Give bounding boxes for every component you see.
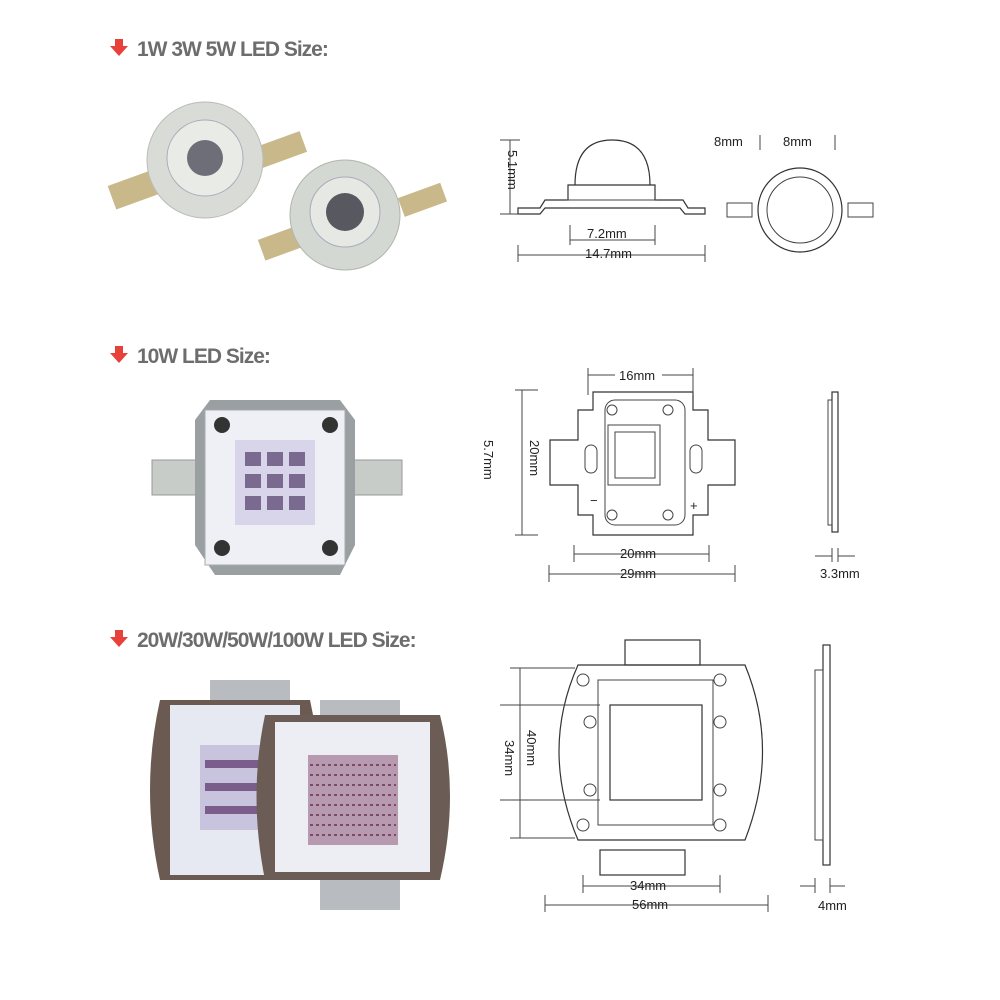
section-2-title: 10W LED Size: (137, 345, 270, 368)
dim-lens: 7.2mm (587, 226, 627, 241)
dim-width-100w: 56mm (632, 897, 668, 912)
red-arrow-icon (110, 630, 128, 647)
dim-left: 8mm (714, 134, 743, 149)
100w-led-photo (150, 680, 450, 910)
1w-side-drawing: 5.1mm 7.2mm 14.7mm (500, 139, 706, 262)
10w-front-drawing: − + 16mm 20mm 5.7mm 20mm 29mm (481, 368, 736, 582)
10w-side-drawing: 3.3mm (815, 391, 860, 581)
100w-front-drawing: 40mm 34mm 34mm 56mm (500, 639, 769, 912)
1w-led-photo (107, 101, 448, 271)
dim-inner-width: 34mm (630, 878, 666, 893)
dim-pad: 5.7mm (481, 440, 496, 480)
dim-length: 14.7mm (585, 246, 632, 261)
minus-label: − (590, 493, 598, 508)
100w-side-drawing: 4mm (800, 644, 847, 913)
10w-led-photo (151, 400, 403, 575)
dim-inner: 20mm (620, 546, 656, 561)
dim-height: 5.1mm (505, 150, 520, 190)
dim-height-10w: 20mm (527, 440, 542, 476)
dim-thickness-100w: 4mm (818, 898, 847, 913)
plus-label: + (690, 498, 698, 513)
dim-thickness-10w: 3.3mm (820, 566, 860, 581)
red-arrow-icon (110, 39, 128, 56)
dim-top: 16mm (619, 368, 655, 383)
dim-inner-height: 34mm (502, 740, 517, 776)
dim-right: 8mm (783, 134, 812, 149)
section-3-title: 20W/30W/50W/100W LED Size: (137, 629, 416, 652)
red-arrow-icon (110, 346, 128, 363)
section-1-title: 1W 3W 5W LED Size: (137, 38, 328, 61)
dim-width-10w: 29mm (620, 566, 656, 581)
1w-top-drawing: 8mm 8mm (714, 134, 874, 253)
dim-outer-height: 40mm (524, 730, 539, 766)
